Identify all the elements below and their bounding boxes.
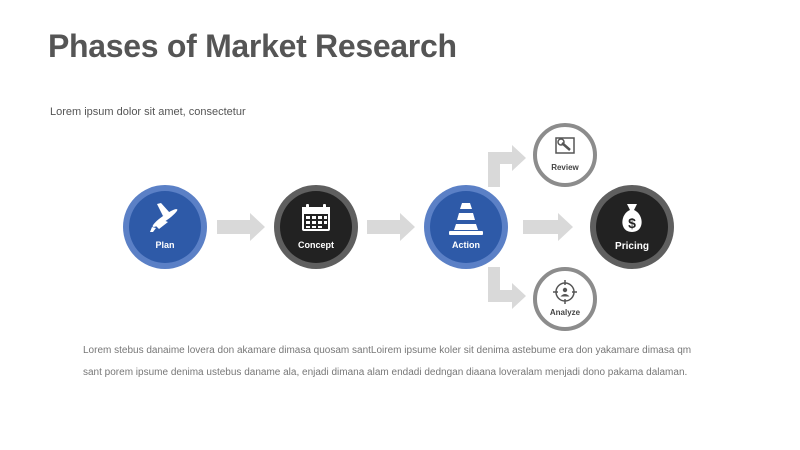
- node-plan-label: Plan: [155, 240, 174, 250]
- arrow-plan-to-concept: [217, 213, 265, 241]
- node-analyze-label: Analyze: [550, 308, 581, 317]
- node-pricing-label: Pricing: [615, 241, 649, 252]
- arrow-concept-to-action: [367, 213, 415, 241]
- node-action: Action: [424, 185, 508, 269]
- description: Lorem stebus danaime lovera don akamare …: [83, 340, 743, 384]
- calendar-icon: [302, 204, 330, 231]
- node-concept: Concept: [274, 185, 358, 269]
- description-line-2: sant porem ipsume denima ustebus daname …: [83, 367, 688, 378]
- arrow-action-to-analyze: [488, 267, 526, 309]
- traffic-cone-icon: [449, 203, 483, 235]
- review-icon: [555, 137, 575, 154]
- target-person-icon: [553, 280, 577, 304]
- money-bag-icon: $: [622, 204, 642, 232]
- arrow-action-to-pricing: [523, 213, 573, 241]
- node-review-label: Review: [551, 163, 579, 172]
- subtitle: Lorem ipsum dolor sit amet, consectetur: [50, 106, 246, 118]
- airplane-icon: [150, 203, 178, 232]
- node-concept-label: Concept: [298, 240, 334, 250]
- node-plan: Plan: [123, 185, 207, 269]
- description-line-1: Lorem stebus danaime lovera don akamare …: [83, 345, 692, 356]
- node-pricing: $ Pricing: [590, 185, 674, 269]
- arrow-action-to-review: [488, 145, 526, 187]
- node-review: Review: [533, 123, 597, 187]
- node-analyze: Analyze: [533, 267, 597, 331]
- page-title: Phases of Market Research: [48, 28, 457, 64]
- node-action-label: Action: [452, 240, 480, 250]
- svg-text:$: $: [628, 215, 636, 231]
